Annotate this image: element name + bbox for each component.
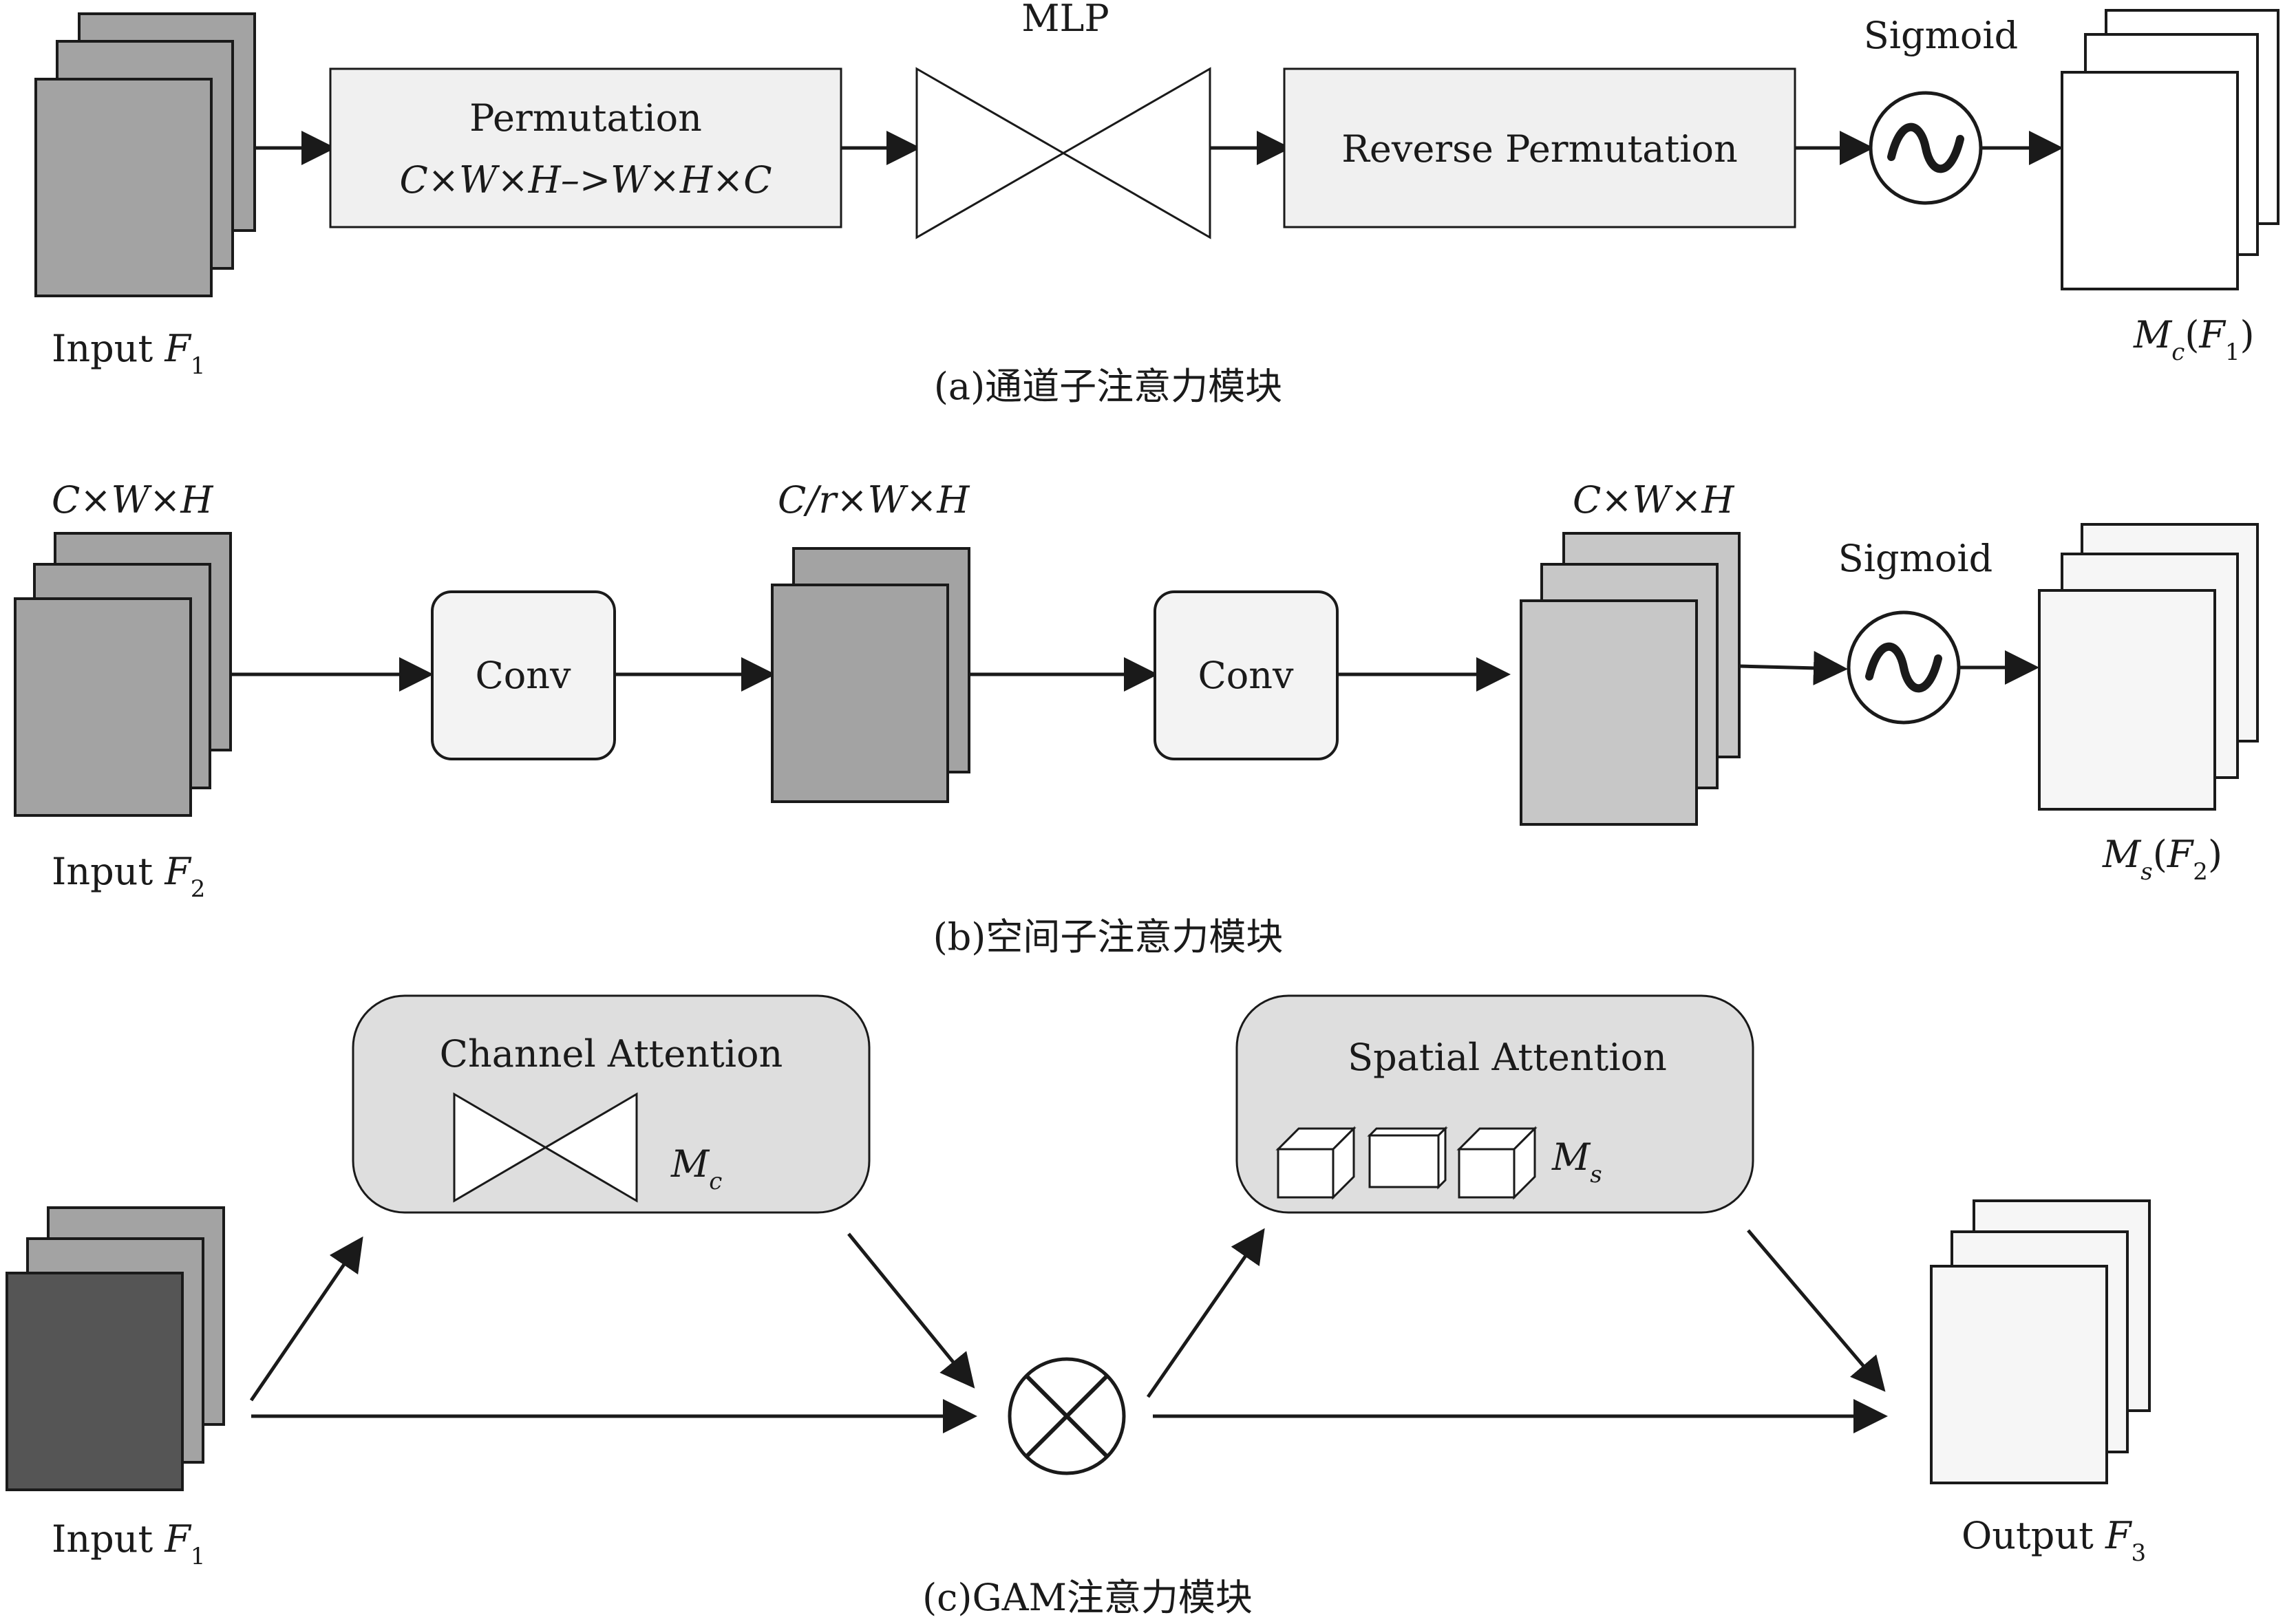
channel-mc-label: Mc [670,1142,722,1195]
caption-a: (a)通道子注意力模块 [934,365,1282,408]
spatial-attention-title: Spatial Attention [1348,1036,1667,1079]
spatial-ms-label: Ms [1551,1135,1602,1188]
panel-c: Channel Attention Mc Spatial Attention M… [6,994,2151,1619]
output-ms-label: Ms(F2) [2102,833,2222,886]
input-f1-stack-a [34,12,256,297]
dim-label-right: C×W×H [1573,478,1734,522]
caption-b: (b)空间子注意力模块 [933,915,1284,959]
cube-1 [1275,1126,1357,1200]
caption-c: (c)GAM注意力模块 [922,1576,1253,1619]
input-f1-stack-c [6,1206,225,1491]
arrow-spatial-to-output [1747,1229,1886,1392]
sigmoid-icon-b [1847,610,1961,725]
restored-feature-stack [1520,532,1741,826]
multiply-icon [1008,1357,1126,1475]
reduced-feature-stack [771,547,970,803]
arrow-input-to-channel [249,1236,363,1402]
spatial-attention-module [1235,994,1754,1214]
arrow-channel-to-multiply [847,1232,975,1389]
spatial-conv-cubes [1275,1126,1538,1200]
channel-mlp-bowtie [453,1092,638,1203]
reverse-permutation-box [1283,67,1796,228]
permutation-label: Permutation [469,96,702,140]
output-f3-label: Output F3 [1962,1514,2146,1567]
output-ms-stack [2038,523,2259,811]
sigmoid-icon-a [1869,91,1983,205]
sigmoid-label-a: Sigmoid [1864,14,2018,57]
output-mc-label: Mc(F1) [2133,313,2255,366]
cube-2 [1367,1126,1448,1190]
input-f2-label: Input F2 [52,850,205,903]
panel-a: Input F1 Permutation C×W×H–>W×H×C MLP Re… [34,0,2279,408]
output-f3-stack [1930,1199,2151,1484]
mlp-bowtie [915,67,1211,239]
conv2-label: Conv [1198,654,1294,697]
input-f2-stack [14,532,232,817]
cube-3 [1456,1126,1538,1200]
sigmoid-label-b: Sigmoid [1838,537,1992,580]
arrow-multiply-to-spatial [1146,1228,1265,1398]
conv1-label: Conv [475,654,571,697]
reverse-permutation-label: Reverse Permutation [1341,127,1738,171]
output-mc-stack [2061,9,2279,290]
dim-label-middle: C/r×W×H [778,478,970,522]
channel-attention-title: Channel Attention [440,1032,783,1076]
mlp-label: MLP [1021,0,1109,40]
arrow-restored-to-sigmoid [1739,650,1848,685]
input-f1-label-c: Input F1 [52,1517,205,1570]
input-f1-label-a: Input F1 [52,327,205,380]
panel-b: C×W×H C/r×W×H C×W×H Input F2 Conv Conv S… [14,478,2259,959]
permutation-box [329,67,842,228]
dim-label-left: C×W×H [52,478,213,522]
permutation-formula: C×W×H–>W×H×C [399,158,772,202]
